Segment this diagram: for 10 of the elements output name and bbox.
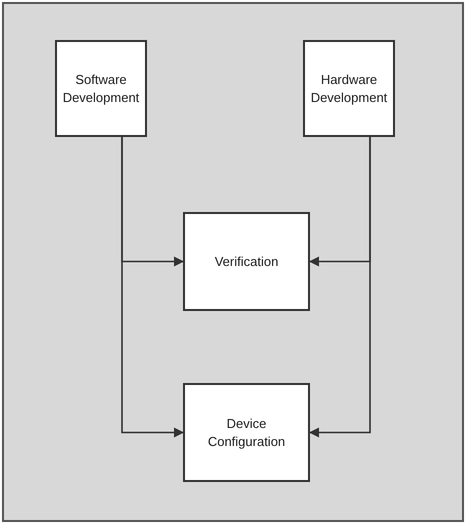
arrow [309,137,371,438]
arrow [121,137,184,438]
process-box [303,40,395,137]
box-label: Software Development [62,70,140,106]
box-label: Verification [214,252,278,270]
process-box [183,383,310,482]
box-label: Device Configuration [206,414,286,450]
process-box [55,40,147,137]
process-box [183,212,310,311]
box-label: Hardware Development [310,70,388,106]
